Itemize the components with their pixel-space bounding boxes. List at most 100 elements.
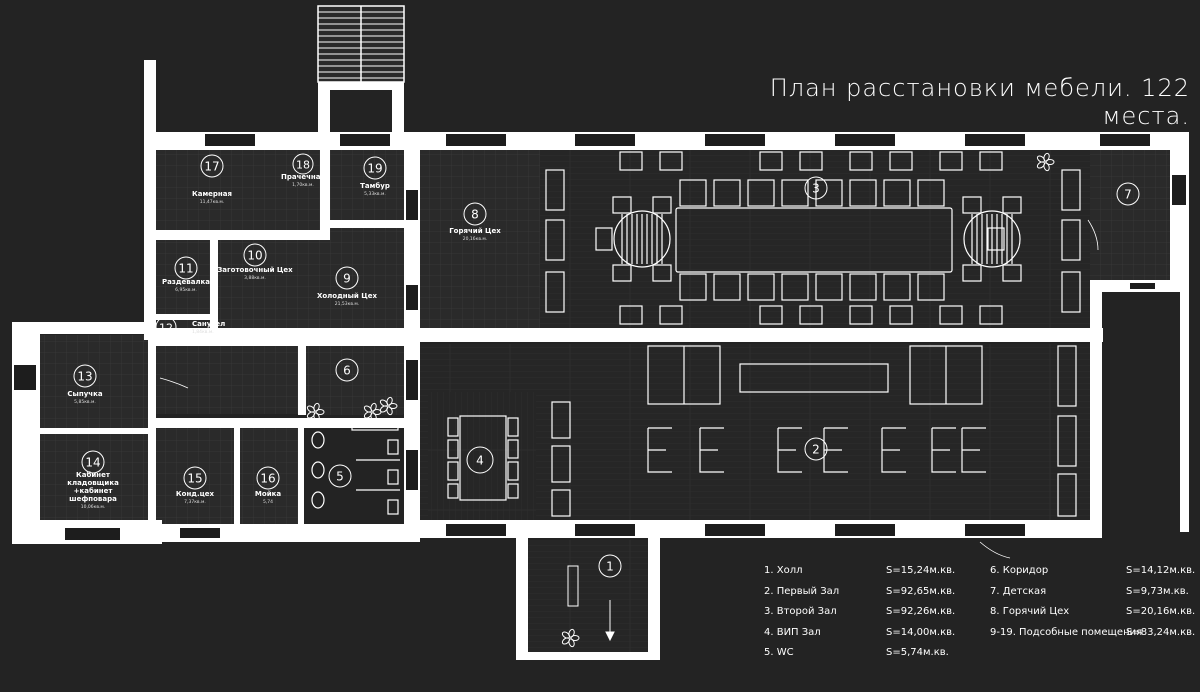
legend-room-area: S=92,65м.кв. [886, 585, 956, 597]
legend-row: 4. ВИП Зал S=14,00м.кв. [764, 623, 956, 644]
room-name: Камерная [192, 190, 232, 198]
room-number-circle [292, 153, 314, 175]
legend-room-name: 3. Второй Зал [764, 606, 837, 618]
room-number-circle [804, 176, 828, 200]
room-number: 10 [247, 249, 262, 263]
legend-room-name: 4. ВИП Зал [764, 626, 821, 638]
room-name: Сыпучка [67, 390, 102, 398]
room-number-circle [335, 358, 359, 382]
room-number: 1 [606, 560, 614, 574]
legend-room-name: 5. WC [764, 647, 794, 659]
room-number-circle [804, 437, 828, 461]
room-number: 11 [178, 262, 193, 276]
room-label-14: 14Кабинеткладовщика+кабинетшефповара10,0… [67, 450, 119, 510]
legend-row: 5. WC S=5,74м.кв. [764, 643, 954, 664]
floors [40, 150, 1170, 652]
legend-room-area: S=83,24м.кв. [1126, 626, 1196, 638]
room-label-5: 5 [328, 464, 352, 488]
room-number: 9 [343, 272, 351, 286]
hall-stairs [567, 565, 615, 642]
room-number: 15 [187, 472, 202, 486]
legend-room-area: S=9,73м.кв. [1126, 585, 1189, 597]
room-label-7: 7 [1116, 182, 1140, 206]
room-name: Тамбур [360, 182, 390, 190]
room-area: 7,37кв.м. [184, 499, 206, 505]
room-number: 18 [296, 159, 310, 172]
room-number: 2 [812, 443, 820, 457]
legend-row: 2. Первый Зал S=92,65м.кв. [764, 582, 956, 603]
room-area: 5,85кв.м. [74, 399, 96, 405]
room-name: Конд.цех [176, 490, 215, 498]
room-label-2: 2 [804, 437, 828, 461]
room-number: 17 [204, 160, 219, 174]
legend-room-name: 2. Первый Зал [764, 585, 840, 597]
room-label-3: 3 [804, 176, 828, 200]
room-area: 1,70кв.м. [292, 182, 314, 188]
legend-room-area: S=92,26м.кв. [886, 606, 956, 618]
room-label-1: 1 [598, 554, 622, 578]
room-number: 19 [367, 162, 382, 176]
room-number-circle [243, 243, 267, 267]
plant-icons [306, 152, 1055, 648]
room-number-circle [174, 256, 198, 280]
legend-row: 1. Холл S=15,24м.кв. [764, 561, 956, 582]
legend-room-name: 8. Горячий Цех [990, 606, 1070, 618]
room-label-4: 4 [466, 446, 494, 474]
legend-room-area: S=5,74м.кв. [886, 647, 949, 659]
room-number-circle [183, 466, 207, 490]
room-number-circle [598, 554, 622, 578]
room-number-circle [328, 464, 352, 488]
room-number: 5 [336, 470, 344, 484]
room-number: 3 [812, 182, 820, 196]
wc-fixtures [311, 419, 400, 515]
room-number: 14 [85, 456, 100, 470]
room-number-circle [335, 266, 359, 290]
furniture-vip [447, 415, 519, 501]
room-name: Раздевалка [162, 278, 210, 286]
room-area: 10,06кв.м. [81, 504, 106, 510]
legend-room-area: S=14,00м.кв. [886, 626, 956, 638]
room-name: Мойка [255, 490, 281, 498]
room-number: 7 [1124, 188, 1132, 202]
legend-room-name: 9-19. Подсобные помещения [990, 626, 1143, 638]
room-number-circle [81, 450, 105, 474]
furniture-hall-3 [545, 151, 1081, 325]
room-number: 13 [77, 370, 92, 384]
room-name: Санузел [192, 320, 225, 328]
room-name: Горячий Цех [449, 227, 501, 235]
room-number: 4 [476, 454, 484, 468]
room-area: 5,74 [263, 499, 273, 505]
room-area: 11,47кв.м. [200, 199, 225, 205]
door-arcs [159, 219, 1099, 559]
room-number: 6 [343, 364, 351, 378]
room-area: 3,88кв.м. [244, 275, 266, 281]
windows [14, 134, 1186, 540]
room-area: 20,16кв.м. [463, 236, 488, 242]
legend-row: 3. Второй Зал S=92,26м.кв. [764, 602, 956, 623]
room-area: 21,53кв.м. [335, 301, 360, 307]
legend-room-area: S=15,24м.кв. [886, 565, 956, 576]
room-number-circle [155, 316, 177, 338]
room-area: 1,84кв.м. [192, 329, 214, 335]
legend-room-area: S=20,16м.кв. [1126, 606, 1196, 618]
legend-room-area: S=14,12м.кв. [1126, 565, 1196, 576]
room-name: +кабинет [74, 487, 114, 495]
room-number: 16 [260, 472, 275, 486]
legend-room-name: 1. Холл [764, 565, 803, 576]
room-name: Заготовочный Цех [217, 266, 293, 274]
staircase-north [317, 5, 405, 83]
room-name: кладовщика [67, 479, 119, 487]
room-number: 8 [471, 208, 479, 222]
furniture-hall-2 [551, 345, 1077, 517]
room-name: Кабинет [76, 471, 111, 479]
